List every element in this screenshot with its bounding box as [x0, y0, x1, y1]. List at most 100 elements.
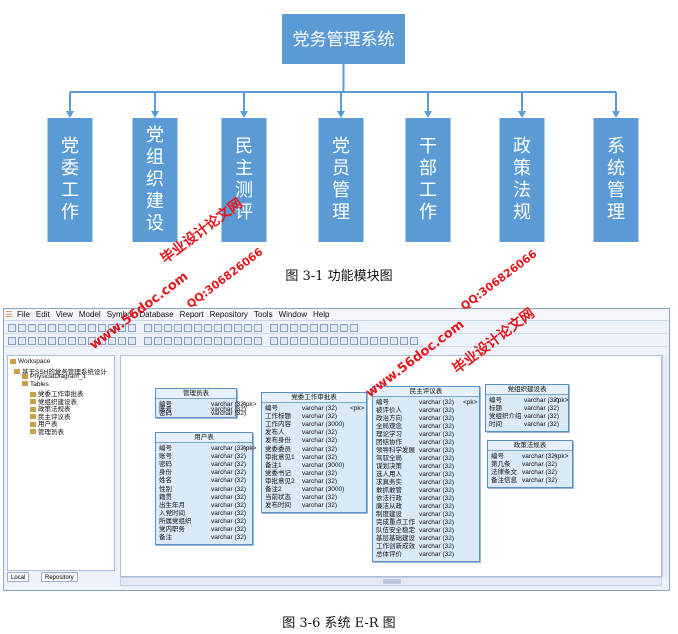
table-node[interactable]: 党委工作审批表	[30, 388, 84, 398]
toolbar-button-icon[interactable]	[340, 324, 348, 332]
toolbar-button-icon[interactable]	[194, 324, 202, 332]
tables-folder[interactable]: Tables	[22, 381, 49, 388]
toolbar-button-icon[interactable]	[300, 337, 308, 345]
menu-file[interactable]: File	[17, 310, 30, 319]
menu-database[interactable]: Database	[139, 310, 174, 319]
toolbar-button-icon[interactable]	[174, 324, 182, 332]
toolbar-button-icon[interactable]	[270, 337, 278, 345]
scroll-thumb[interactable]	[383, 579, 401, 584]
toolbar-button-icon[interactable]	[38, 324, 46, 332]
toolbar-button-icon[interactable]	[88, 337, 96, 345]
toolbar-button-icon[interactable]	[154, 337, 162, 345]
tab-repository[interactable]: Repository	[41, 572, 78, 582]
toolbar-button-icon[interactable]	[8, 324, 16, 332]
toolbar-button-icon[interactable]	[254, 324, 262, 332]
toolbar-button-icon[interactable]	[370, 337, 378, 345]
toolbar-button-icon[interactable]	[98, 324, 106, 332]
toolbar-button-icon[interactable]	[234, 324, 242, 332]
horizontal-scrollbar[interactable]	[120, 577, 662, 586]
toolbar-button-icon[interactable]	[270, 324, 278, 332]
table-node[interactable]: 党组织建设表	[30, 396, 77, 406]
toolbar-button-icon[interactable]	[118, 324, 126, 332]
toolbar-button-icon[interactable]	[38, 337, 46, 345]
toolbar-button-icon[interactable]	[204, 324, 212, 332]
menu-window[interactable]: Window	[278, 310, 308, 319]
toolbar-button-icon[interactable]	[18, 337, 26, 345]
toolbar-button-icon[interactable]	[350, 324, 358, 332]
toolbar-button-icon[interactable]	[144, 337, 152, 345]
table-node[interactable]: 政策法规表	[30, 403, 71, 413]
menu-help[interactable]: Help	[313, 310, 330, 319]
menu-tools[interactable]: Tools	[253, 310, 273, 319]
app-menu-icon[interactable]: ☰	[5, 310, 13, 319]
toolbar-button-icon[interactable]	[224, 337, 232, 345]
toolbar-button-icon[interactable]	[390, 337, 398, 345]
toolbar-button-icon[interactable]	[98, 337, 106, 345]
menu-edit[interactable]: Edit	[35, 310, 50, 319]
toolbar-button-icon[interactable]	[310, 337, 318, 345]
toolbar-button-icon[interactable]	[330, 337, 338, 345]
toolbar-button-icon[interactable]	[144, 324, 152, 332]
toolbar-button-icon[interactable]	[48, 337, 56, 345]
menu-model[interactable]: Model	[78, 310, 101, 319]
toolbar-button-icon[interactable]	[350, 337, 358, 345]
toolbar-button-icon[interactable]	[108, 324, 116, 332]
workspace-root[interactable]: Workspace	[10, 358, 50, 365]
toolbar-button-icon[interactable]	[380, 337, 388, 345]
toolbar-button-icon[interactable]	[118, 337, 126, 345]
menu-report[interactable]: Report	[179, 310, 204, 319]
toolbar-button-icon[interactable]	[88, 324, 96, 332]
toolbar-button-icon[interactable]	[214, 337, 222, 345]
toolbar-button-icon[interactable]	[154, 324, 162, 332]
toolbar-button-icon[interactable]	[174, 337, 182, 345]
toolbar-button-icon[interactable]	[280, 337, 288, 345]
toolbar-button-icon[interactable]	[254, 337, 262, 345]
toolbar-button-icon[interactable]	[128, 324, 136, 332]
toolbar-button-icon[interactable]	[18, 324, 26, 332]
diagram-node[interactable]: PhysicalDiagram_1	[22, 373, 86, 380]
toolbar-button-icon[interactable]	[320, 337, 328, 345]
table-node[interactable]: 管理员表	[30, 426, 64, 436]
menu-repository[interactable]: Repository	[209, 310, 248, 319]
project-node[interactable]: 基于SSH的党务管理系统设计	[14, 366, 107, 376]
toolbar-button-icon[interactable]	[310, 324, 318, 332]
tab-local[interactable]: Local	[7, 572, 30, 582]
toolbar-button-icon[interactable]	[204, 337, 212, 345]
toolbar-button-icon[interactable]	[28, 337, 36, 345]
toolbar-button-icon[interactable]	[48, 324, 56, 332]
toolbar-button-icon[interactable]	[68, 324, 76, 332]
toolbar-button-icon[interactable]	[164, 337, 172, 345]
toolbar-button-icon[interactable]	[184, 324, 192, 332]
vertical-scrollbar[interactable]	[662, 355, 669, 577]
menu-symbol[interactable]: Symbol	[106, 310, 134, 319]
toolbar-button-icon[interactable]	[58, 324, 66, 332]
toolbar-button-icon[interactable]	[244, 337, 252, 345]
toolbar-button-icon[interactable]	[290, 324, 298, 332]
toolbar-button-icon[interactable]	[280, 324, 288, 332]
toolbar-button-icon[interactable]	[58, 337, 66, 345]
toolbar-button-icon[interactable]	[8, 337, 16, 345]
toolbar-button-icon[interactable]	[400, 337, 408, 345]
toolbar-button-icon[interactable]	[78, 337, 86, 345]
toolbar-button-icon[interactable]	[78, 324, 86, 332]
toolbar-button-icon[interactable]	[68, 337, 76, 345]
toolbar-button-icon[interactable]	[214, 324, 222, 332]
toolbar-button-icon[interactable]	[234, 337, 242, 345]
table-node[interactable]: 民主评议表	[30, 411, 71, 421]
toolbar-button-icon[interactable]	[164, 324, 172, 332]
toolbar-button-icon[interactable]	[360, 337, 368, 345]
menu-view[interactable]: View	[55, 310, 73, 319]
table-node[interactable]: 用户表	[30, 418, 58, 428]
toolbar-button-icon[interactable]	[184, 337, 192, 345]
toolbar-button-icon[interactable]	[410, 337, 418, 345]
toolbar-button-icon[interactable]	[28, 324, 36, 332]
toolbar-button-icon[interactable]	[194, 337, 202, 345]
toolbar-button-icon[interactable]	[290, 337, 298, 345]
